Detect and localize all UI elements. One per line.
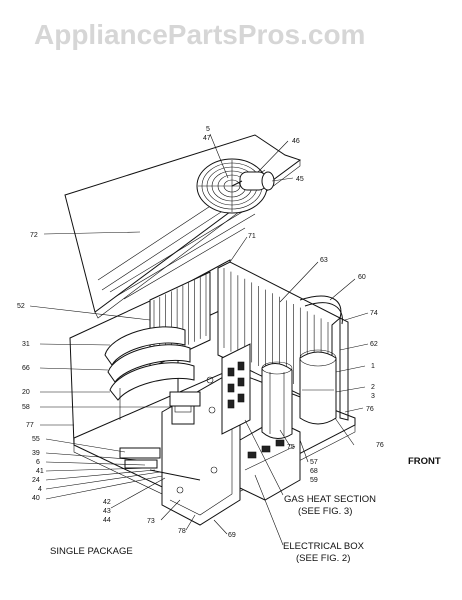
leader-lines <box>29 133 369 546</box>
electrical-box-ref: (SEE FIG. 2) <box>296 553 350 564</box>
part-number: 46 <box>292 138 300 145</box>
part-number: 43 <box>103 508 111 515</box>
part-number: 66 <box>22 365 30 372</box>
part-number: 57 <box>310 459 318 466</box>
front-label: FRONT <box>408 456 441 467</box>
fan-motor <box>231 171 275 191</box>
part-number: 47 <box>203 135 211 142</box>
part-number: 4 <box>38 486 42 493</box>
gas-heat-section <box>221 343 251 435</box>
part-number: 44 <box>103 517 111 524</box>
part-number: 63 <box>320 257 328 264</box>
part-number: 40 <box>32 495 40 502</box>
evaporator-coil <box>149 271 211 369</box>
part-number: 39 <box>32 450 40 457</box>
part-number: 58 <box>22 404 30 411</box>
part-number: 31 <box>22 341 30 348</box>
part-number: 59 <box>310 477 318 484</box>
watermark-text: AppliancePartsPros.com <box>34 19 365 50</box>
part-number: 5 <box>206 126 210 133</box>
gas-heat-section-label: GAS HEAT SECTION <box>284 494 376 505</box>
part-number: 75 <box>287 444 295 451</box>
captions: FRONT GAS HEAT SECTION (SEE FIG. 3) ELEC… <box>50 456 441 564</box>
part-number: 1 <box>371 363 375 370</box>
part-number: 74 <box>370 310 378 317</box>
part-number: 20 <box>22 389 30 396</box>
part-number: 76 <box>376 442 384 449</box>
part-number: 71 <box>248 233 256 240</box>
part-number: 73 <box>147 518 155 525</box>
part-number: 62 <box>370 341 378 348</box>
part-number: 3 <box>371 393 375 400</box>
part-number: 55 <box>32 436 40 443</box>
blower-wheel <box>261 361 293 439</box>
part-number: 42 <box>103 499 111 506</box>
part-number: 52 <box>17 303 25 310</box>
misc-parts <box>119 391 201 481</box>
part-number: 24 <box>32 477 40 484</box>
part-number: 76 <box>366 406 374 413</box>
gas-heat-section-ref: (SEE FIG. 3) <box>298 506 352 517</box>
part-number: 68 <box>310 468 318 475</box>
part-number: 45 <box>296 176 304 183</box>
part-number: 72 <box>30 232 38 239</box>
part-number: 69 <box>228 532 236 539</box>
part-number: 6 <box>36 459 40 466</box>
part-number: 78 <box>178 528 186 535</box>
part-number-labels: 5 47 46 45 72 71 63 60 74 52 62 31 1 66 … <box>17 126 384 539</box>
heat-exchanger <box>104 326 195 420</box>
part-number: 77 <box>26 422 34 429</box>
single-package-label: SINGLE PACKAGE <box>50 546 133 557</box>
electrical-box-label: ELECTRICAL BOX <box>283 541 365 552</box>
part-number: 41 <box>36 468 44 475</box>
part-number: 2 <box>371 384 375 391</box>
part-number: 60 <box>358 274 366 281</box>
compressor <box>299 349 337 425</box>
